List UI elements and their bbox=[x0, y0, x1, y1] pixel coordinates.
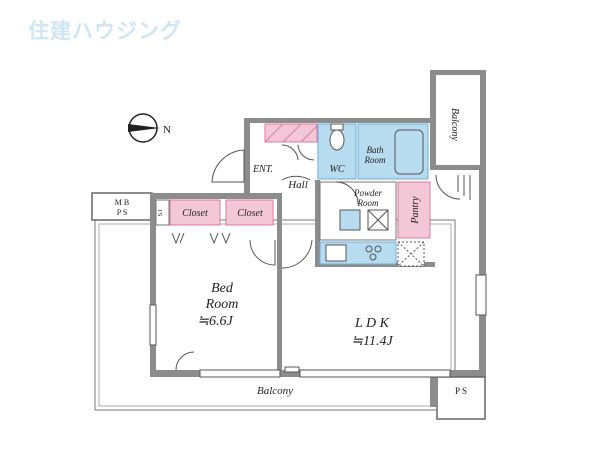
wc-label: WC bbox=[330, 164, 345, 175]
pantry-label: Pantry bbox=[410, 196, 421, 225]
shoe-cabinet bbox=[264, 123, 318, 143]
stove-icon bbox=[369, 253, 377, 261]
bathtub-icon bbox=[394, 129, 424, 175]
exterior-walls bbox=[150, 70, 486, 420]
pantry bbox=[397, 181, 431, 239]
mbps-box bbox=[91, 192, 153, 221]
powder-label-1: Powder bbox=[353, 188, 382, 198]
window-left bbox=[149, 304, 157, 346]
ldk-size: ≒11.4J bbox=[351, 334, 393, 349]
north-compass-icon: N bbox=[128, 113, 171, 143]
closet-2-label: Closet bbox=[237, 208, 263, 219]
window-right bbox=[475, 274, 487, 316]
mbps-label-1: M B bbox=[115, 198, 129, 207]
ldk-label: L D K bbox=[354, 316, 390, 331]
si-label: S.I bbox=[158, 210, 164, 217]
ps-label: P S bbox=[455, 386, 467, 396]
closet-1 bbox=[169, 199, 221, 226]
closet-2 bbox=[225, 199, 274, 226]
closet-1-label: Closet bbox=[182, 208, 208, 219]
balcony-right-label: Balcony bbox=[449, 108, 460, 141]
toilet-icon bbox=[329, 129, 345, 151]
door-swings bbox=[175, 144, 471, 371]
bed-room-size: ≒6.6J bbox=[197, 314, 233, 329]
watermark-logo: 住建ハウジング bbox=[28, 19, 182, 43]
balcony-outline-bottom bbox=[94, 219, 456, 411]
entrance-label: ENT. bbox=[252, 164, 273, 175]
sink-icon bbox=[325, 244, 347, 262]
mbps-label-2: P S bbox=[117, 208, 128, 217]
balcony-bottom-label: Balcony bbox=[257, 385, 293, 397]
bath-label-2: Room bbox=[364, 155, 386, 165]
bed-room-label-2: Room bbox=[205, 297, 239, 312]
bed-room-label: Bed bbox=[211, 281, 234, 296]
washbasin-icon bbox=[339, 209, 361, 231]
bath-label-1: Bath bbox=[367, 145, 384, 155]
si-storage bbox=[155, 199, 170, 226]
compass-label: N bbox=[163, 124, 171, 136]
hall-label: Hall bbox=[287, 179, 308, 191]
powder-label-2: Room bbox=[357, 198, 379, 208]
